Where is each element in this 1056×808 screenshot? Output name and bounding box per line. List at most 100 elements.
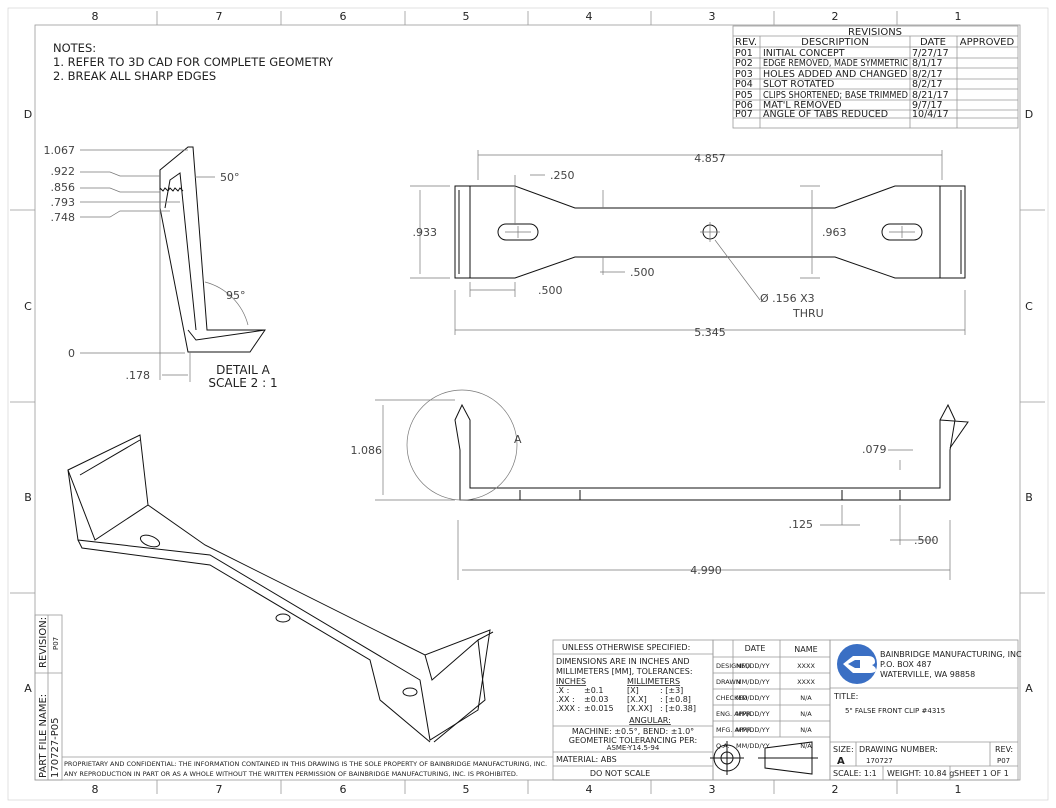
file-name-label: PART FILE NAME: bbox=[38, 694, 49, 778]
notes-title: NOTES: bbox=[53, 41, 96, 55]
rev-header: APPROVED bbox=[960, 37, 1015, 48]
zone-row: A bbox=[24, 682, 32, 695]
rev-description: EDGE REMOVED, MADE SYMMETRIC bbox=[763, 58, 908, 69]
detail-label: DETAIL A bbox=[216, 363, 270, 377]
angle-95: 95° bbox=[226, 289, 246, 302]
zone-row: D bbox=[1025, 108, 1033, 121]
tol-mm: : [±0.8] bbox=[660, 695, 691, 704]
slot-right bbox=[881, 223, 923, 241]
company-name: BAINBRIDGE MANUFACTURING, INC bbox=[880, 650, 1022, 659]
rev-description: SLOT ROTATED bbox=[763, 79, 834, 90]
approval-date: MM/DD/YY bbox=[736, 726, 770, 734]
drawing-title: 5" FALSE FRONT CLIP #4315 bbox=[845, 707, 945, 715]
rev-number: P04 bbox=[735, 79, 753, 90]
dim-933: .933 bbox=[413, 226, 438, 239]
tol-inch: ±0.1 bbox=[584, 686, 603, 695]
size-value: A bbox=[837, 756, 845, 767]
dim-1086: 1.086 bbox=[351, 444, 383, 457]
zone-col: 2 bbox=[832, 10, 839, 23]
detail-a-view: 1.067 .922 .856 .793 .748 0 .178 50° 95°… bbox=[44, 144, 278, 390]
rev-description: ANGLE OF TABS REDUCED bbox=[763, 109, 888, 120]
rev-date: 8/2/17 bbox=[912, 79, 943, 90]
hole-note-thru: THRU bbox=[792, 307, 824, 320]
tol-mm: : [±3] bbox=[660, 686, 683, 695]
standard: ASME-Y14.5-94 bbox=[607, 744, 660, 752]
hole-note: Ø .156 X3 bbox=[760, 292, 815, 305]
zone-col: 5 bbox=[463, 10, 470, 23]
rev-number: P03 bbox=[735, 69, 753, 80]
approval-name: N/A bbox=[800, 742, 812, 750]
tol-precision: .XX : bbox=[556, 695, 575, 704]
zone-col: 7 bbox=[216, 10, 223, 23]
approval-role: ENG. APPR. bbox=[716, 710, 753, 718]
rev-description: INITIAL CONCEPT bbox=[763, 48, 845, 59]
approval-name: N/A bbox=[800, 726, 812, 734]
dim-0: 0 bbox=[68, 347, 75, 360]
note-item: 1. REFER TO 3D CAD FOR COMPLETE GEOMETRY bbox=[53, 55, 334, 69]
front-view: 1.086 .079 .125 .500 4.990 A bbox=[351, 389, 969, 580]
tol-inch: ±0.015 bbox=[584, 704, 614, 713]
dim-963: .963 bbox=[822, 226, 847, 239]
slot-left bbox=[497, 223, 539, 241]
approval-date: MM/DD/YY bbox=[736, 678, 770, 686]
rev-number: P05 bbox=[735, 90, 753, 101]
angular-label: ANGULAR: bbox=[629, 716, 671, 725]
detail-scale: SCALE 2 : 1 bbox=[208, 376, 277, 390]
rev-label: REV: bbox=[995, 745, 1013, 754]
zone-col: 8 bbox=[92, 10, 99, 23]
approval-date: MM/DD/YY bbox=[736, 710, 770, 718]
rev-number: P06 bbox=[735, 100, 753, 111]
approval-date: MM/DD/YY bbox=[736, 694, 770, 702]
tol-precision: .XXX : bbox=[556, 704, 580, 713]
tol-mm-precision: [X] bbox=[627, 686, 639, 695]
revision-label: REVISION: bbox=[38, 617, 49, 668]
rev-date: 10/4/17 bbox=[912, 109, 949, 120]
tolerance-block: UNLESS OTHERWISE SPECIFIED: DIMENSIONS A… bbox=[552, 639, 714, 781]
detail-ref-a: A bbox=[514, 433, 522, 446]
rev-date: 8/2/17 bbox=[912, 69, 943, 80]
approval-name: N/A bbox=[800, 694, 812, 702]
tol-mm-precision: [X.XX] bbox=[627, 704, 652, 713]
rev-description: MAT'L REMOVED bbox=[763, 100, 842, 111]
geometric-label: GEOMETRIC TOLERANCING PER: bbox=[569, 736, 697, 745]
drawing-border bbox=[34, 24, 1021, 781]
zone-col: 3 bbox=[709, 10, 716, 23]
tol-mm-precision: [X.X] bbox=[627, 695, 647, 704]
isometric-view bbox=[67, 434, 494, 743]
approval-name: N/A bbox=[800, 710, 812, 718]
rev-description: CLIPS SHORTENED; BASE TRIMMED bbox=[763, 90, 908, 101]
revision-value: P07 bbox=[52, 637, 60, 650]
weight: WEIGHT: 10.84 g bbox=[887, 769, 954, 778]
revisions-title: REVISIONS bbox=[848, 27, 902, 38]
dim-793: .793 bbox=[51, 196, 76, 209]
zone-col: 7 bbox=[216, 783, 223, 796]
revisions-table: REVISIONS REV. DESCRIPTION DATE APPROVED… bbox=[732, 25, 1019, 129]
rev-header: DATE bbox=[920, 37, 946, 48]
inches-label: INCHES bbox=[556, 677, 586, 686]
zone-col: 4 bbox=[586, 783, 593, 796]
tol-line: MILLIMETERS [MM], TOLERANCES: bbox=[556, 667, 693, 676]
dim-4857: 4.857 bbox=[694, 152, 726, 165]
mm-label: MILLIMETERS bbox=[627, 677, 680, 686]
rev-header: REV. bbox=[735, 37, 757, 48]
file-name-value: 170727-P05 bbox=[50, 717, 61, 778]
angle-50: 50° bbox=[220, 171, 240, 184]
zone-col: 2 bbox=[832, 783, 839, 796]
dim-500-tab: .500 bbox=[914, 534, 939, 547]
dim-748: .748 bbox=[51, 211, 76, 224]
unless-specified: UNLESS OTHERWISE SPECIFIED: bbox=[562, 643, 690, 652]
company-logo bbox=[837, 644, 877, 684]
dim-5345: 5.345 bbox=[694, 326, 726, 339]
approvals-date-header: DATE bbox=[745, 644, 766, 653]
tol-mm: : [±0.38] bbox=[660, 704, 696, 713]
part-info-strip: REVISION: P07 PART FILE NAME: 170727-P05 bbox=[34, 614, 63, 781]
zone-col: 8 bbox=[92, 783, 99, 796]
approval-date: MM/DD/YY bbox=[736, 742, 770, 750]
zone-row: C bbox=[24, 300, 32, 313]
detail-a-callout bbox=[406, 389, 518, 501]
rev-date: 7/27/17 bbox=[912, 48, 949, 59]
top-view: 4.857 .250 .933 .963 .500 .500 5.345 Ø .… bbox=[410, 150, 966, 339]
dim-4990: 4.990 bbox=[690, 564, 722, 577]
